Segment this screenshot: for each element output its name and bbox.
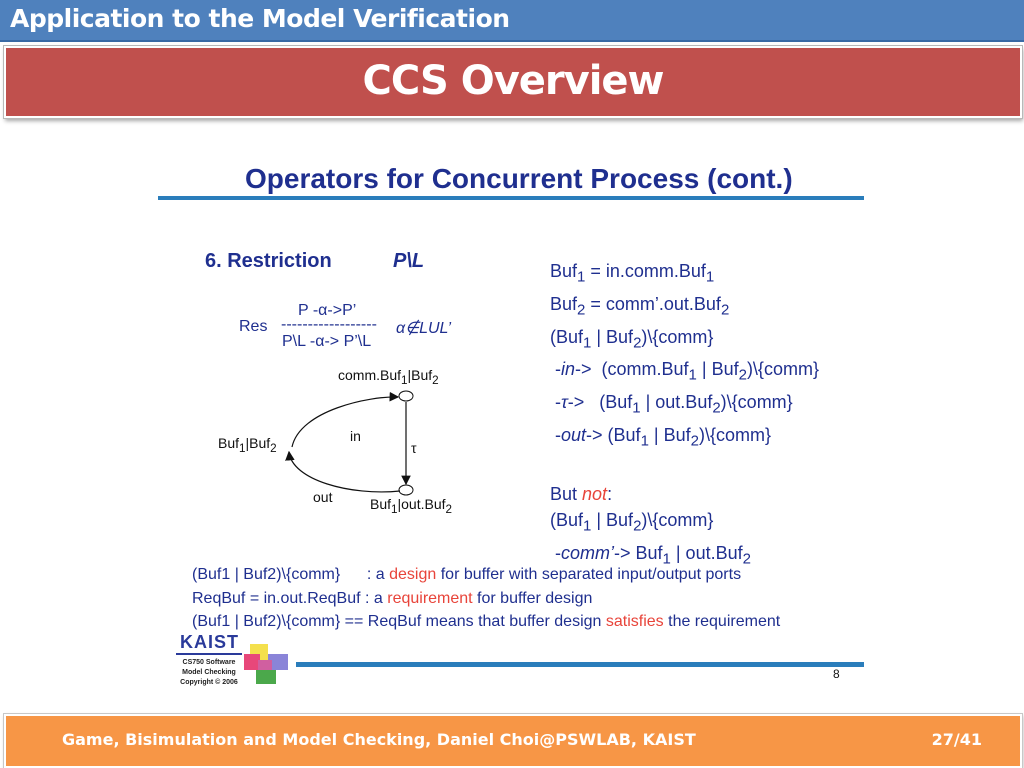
rule-side-condition: α∉LUL’: [396, 320, 452, 337]
section-title: Application to the Model Verification: [10, 4, 510, 33]
rule-premise: P -α->P’: [298, 302, 357, 319]
explanation-lines: (Buf1 | Buf2)\{comm} : a design for buff…: [192, 563, 780, 634]
top-state-node: [398, 390, 414, 402]
out-edge-label: out: [313, 489, 333, 505]
top-state-label: comm.Buf1|Buf2: [338, 367, 439, 387]
rule-conclusion: P\L -α-> P’\L: [282, 333, 372, 350]
inner-page-number: 8: [833, 667, 840, 681]
inner-slide-heading: Operators for Concurrent Process (cont.): [245, 163, 793, 194]
in-edge-label: in: [350, 428, 361, 444]
eq-step-comm: -comm’-> Buf1 | out.Buf2: [550, 542, 751, 568]
but-not-line: But not:: [550, 483, 613, 504]
footer-text: Game, Bisimulation and Model Checking, D…: [62, 730, 696, 749]
kaist-logo-text: KAIST: [180, 632, 239, 652]
eq-system: (Buf1 | Buf2)\{comm}: [550, 326, 714, 352]
logo-course-line: Model Checking: [182, 669, 236, 676]
footer-bar: Game, Bisimulation and Model Checking, D…: [4, 714, 1022, 768]
rule-name: Res: [239, 318, 268, 335]
logo-course-line: CS750 Software: [182, 659, 236, 666]
eq-buf1: Buf1 = in.comm.Buf1: [550, 261, 715, 286]
tau-edge-label: τ: [411, 440, 417, 456]
restriction-label: 6. Restriction: [205, 250, 332, 272]
explanation-line: (Buf1 | Buf2)\{comm} == ReqBuf means tha…: [192, 613, 781, 630]
eq-step-tau: -τ-> (Buf1 | out.Buf2)\{comm}: [550, 392, 793, 417]
footer-rule: [296, 662, 864, 667]
out-edge: [285, 450, 401, 493]
kaist-logo: KAIST CS750 Software Model Checking Copy…: [174, 632, 244, 690]
in-edge: [291, 391, 400, 448]
title-bar: CCS Overview: [4, 46, 1022, 118]
heading-rule: [158, 196, 864, 200]
eq-step-out: -out-> (Buf1 | Buf2)\{comm}: [550, 424, 771, 450]
eq-system-2: (Buf1 | Buf2)\{comm}: [550, 509, 714, 535]
restriction-operator: P\L: [393, 250, 425, 272]
buffer-equations: Buf1 = in.comm.Buf1 Buf2 = comm’.out.Buf…: [550, 258, 819, 573]
explanation-line: (Buf1 | Buf2)\{comm} : a design for buff…: [192, 566, 742, 583]
eq-buf2: Buf2 = comm’.out.Buf2: [550, 293, 730, 319]
section-header-bar: Application to the Model Verification: [0, 0, 1024, 42]
explanation-line: ReqBuf = in.out.ReqBuf : a requirement f…: [192, 589, 593, 607]
restriction-heading: 6. Restriction P\L: [205, 250, 424, 273]
color-blocks-icon: [244, 640, 290, 684]
rule-bar: ------------------: [281, 316, 377, 333]
slide-title: CCS Overview: [362, 58, 665, 104]
slide-number: 27/41: [931, 730, 982, 749]
left-state-label: Buf1|Buf2: [218, 435, 277, 455]
bottom-state-label: Buf1|out.Buf2: [370, 496, 452, 516]
logo-copyright: Copyright © 2006: [180, 679, 238, 686]
eq-step-in: -in-> (comm.Buf1 | Buf2)\{comm}: [550, 359, 819, 384]
bottom-state-node: [398, 484, 414, 496]
